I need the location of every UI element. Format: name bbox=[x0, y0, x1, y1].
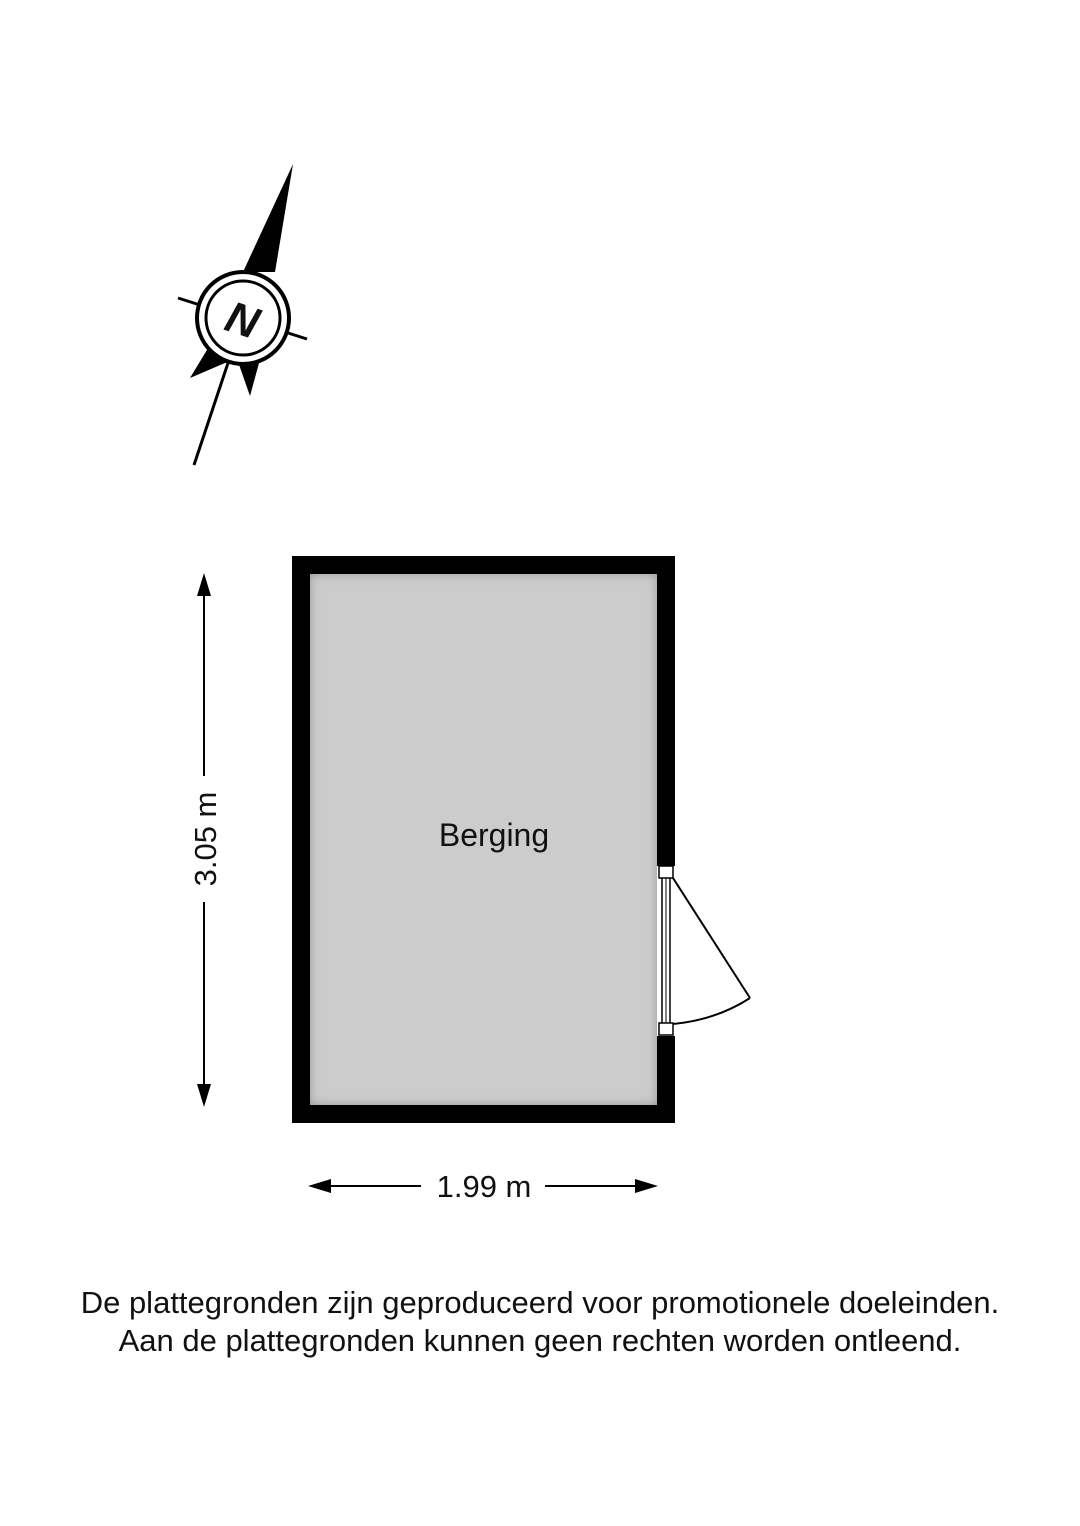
room-floor bbox=[310, 574, 657, 1105]
door bbox=[657, 865, 751, 1036]
disclaimer: De plattegronden zijn geproduceerd voor … bbox=[0, 1284, 1080, 1360]
dimension-height-arrow-bottom bbox=[197, 1084, 211, 1107]
dimension-width-label: 1.99 m bbox=[437, 1169, 532, 1204]
room-label: Berging bbox=[439, 817, 549, 853]
disclaimer-line-2: Aan de plattegronden kunnen geen rechten… bbox=[118, 1323, 962, 1358]
compass-north-pointer bbox=[243, 164, 293, 272]
dimension-width: 1.99 m bbox=[308, 1169, 658, 1204]
north-arrow-icon: N bbox=[177, 164, 308, 466]
compass-inner-ring bbox=[204, 279, 282, 357]
dimension-width-arrow-left bbox=[308, 1179, 331, 1193]
door-swing-arc bbox=[672, 997, 751, 1025]
dimension-height-arrow-top bbox=[197, 573, 211, 596]
disclaimer-line-1: De plattegronden zijn geproduceerd voor … bbox=[80, 1285, 1000, 1320]
door-jamb-bottom bbox=[658, 1022, 674, 1036]
door-jamb-top bbox=[658, 865, 674, 879]
door-leaf bbox=[672, 877, 751, 999]
dimension-height-label: 3.05 m bbox=[188, 792, 223, 887]
dimension-width-arrow-right bbox=[635, 1179, 658, 1193]
room-berging: Berging bbox=[292, 556, 675, 1123]
dimension-height: 3.05 m bbox=[188, 573, 223, 1107]
